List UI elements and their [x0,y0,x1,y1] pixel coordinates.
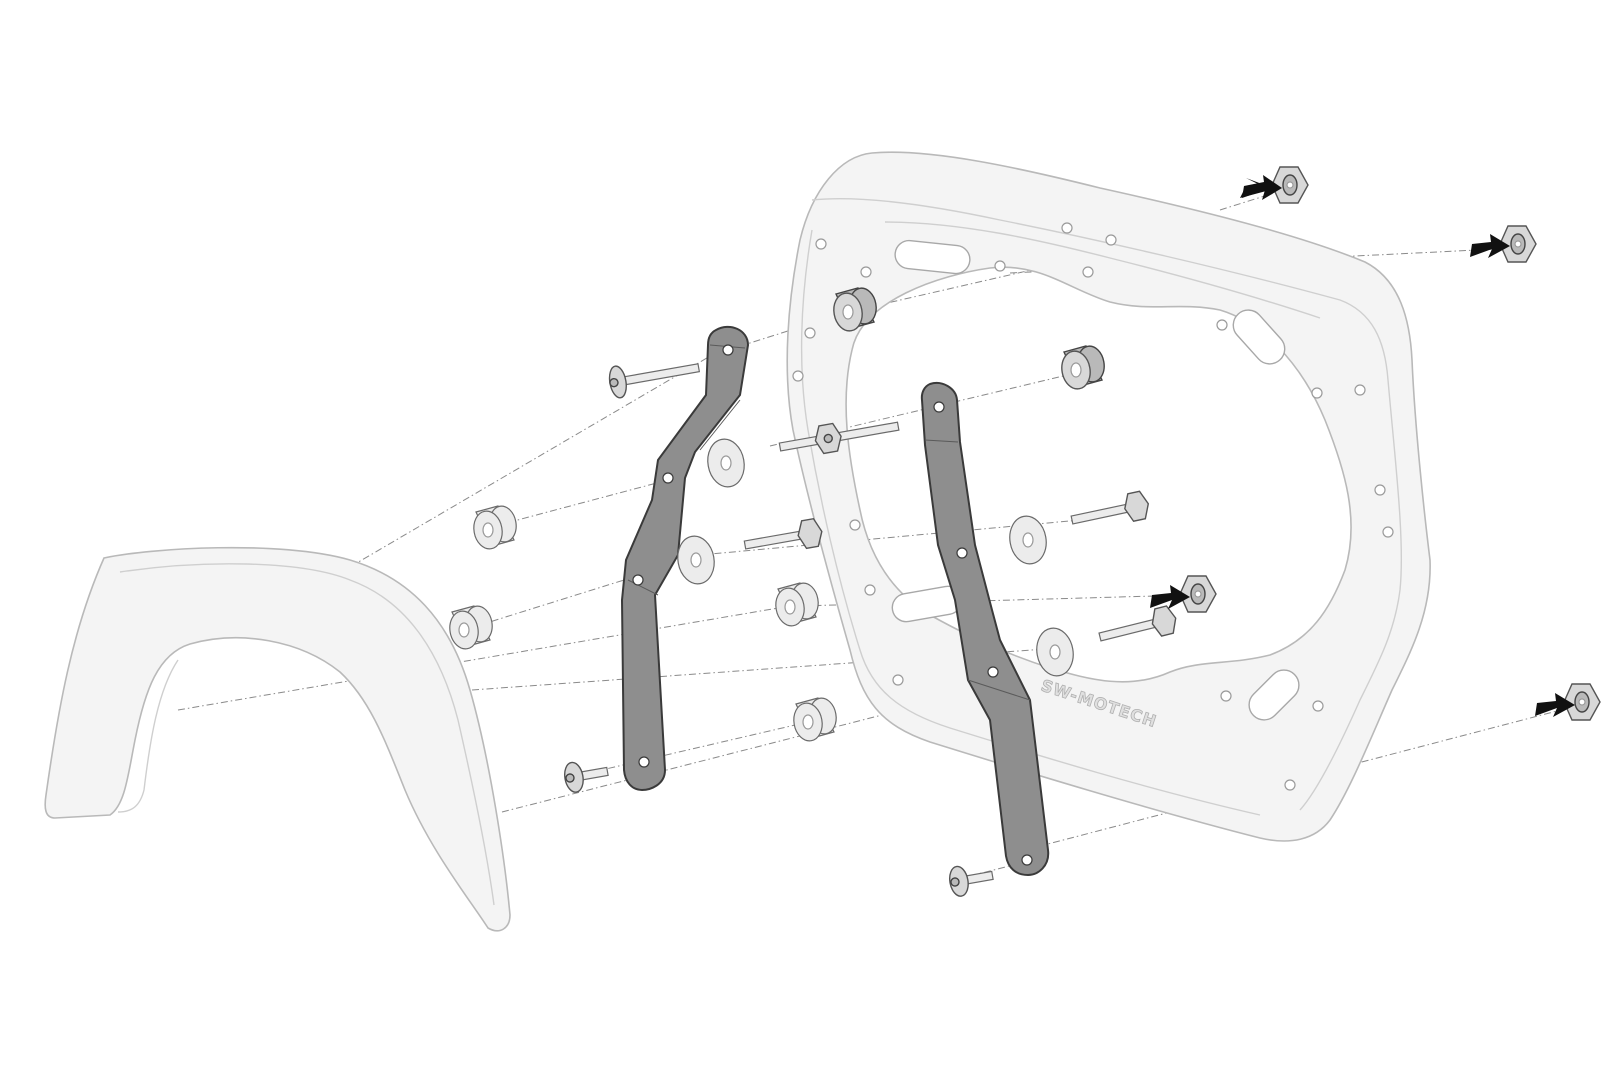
spacer [775,582,819,627]
direction-arrows [1150,175,1575,717]
spacer [793,697,837,742]
right-adapter-bracket [920,382,1050,877]
washers [677,438,1074,677]
bolt [949,865,994,897]
arrow-icon [1470,234,1510,258]
spacer [833,287,877,332]
bolt [778,421,900,455]
right-mount-frame: SW-MOTECH [786,151,1431,842]
spacer [473,505,517,550]
bolts [564,363,1177,897]
left-bag-shell [44,546,511,932]
washer [707,438,745,488]
washer [1036,627,1074,677]
washer [1009,515,1047,565]
lock-nut [1179,575,1217,613]
lock-nut [1563,683,1601,721]
arrow-icon [1535,693,1575,717]
bolt [608,363,701,399]
arrow-icon [1150,585,1190,609]
left-adapter-bracket [620,325,750,792]
lock-nut [1271,166,1309,204]
bolt [743,517,823,550]
bolt [1098,605,1177,642]
bolt [1070,490,1150,525]
spacers [449,287,1105,742]
lock-nuts [1179,166,1601,721]
washer [677,535,715,585]
spacer [1061,345,1105,390]
arrow-icon [1242,175,1282,200]
spacer [449,605,493,650]
bolt [564,761,609,793]
